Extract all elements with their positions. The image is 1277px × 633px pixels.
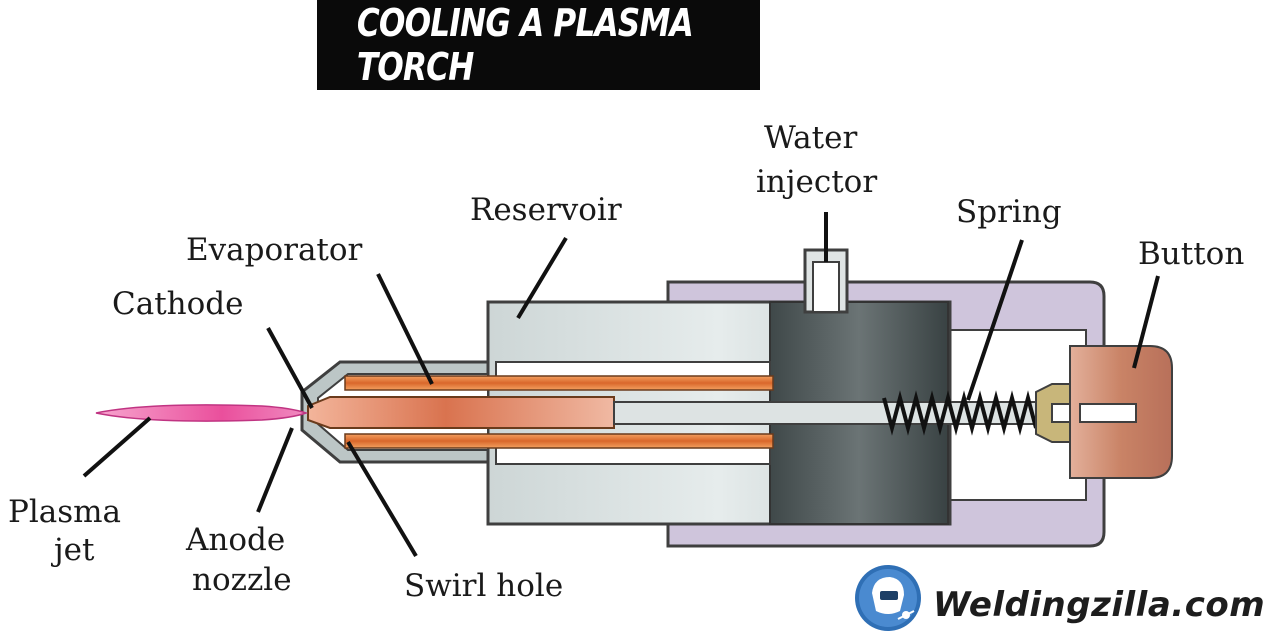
label-injector: injector [756, 164, 877, 200]
label-plasma: Plasma [8, 494, 121, 530]
label-spring: Spring [956, 194, 1062, 230]
label-evaporator: Evaporator [186, 232, 363, 268]
label-water: Water [764, 120, 857, 156]
label-anode: Anode [185, 522, 285, 558]
cathode-rod [307, 396, 615, 429]
button-bore [1079, 403, 1137, 423]
evaporator-top [344, 375, 774, 391]
plasma-jet [95, 404, 309, 422]
label-cathode: Cathode [112, 286, 243, 322]
label-button: Button [1138, 236, 1244, 272]
label-swirl-hole: Swirl hole [404, 568, 563, 604]
title-banner: COOLING A PLASMA TORCH [317, 0, 760, 90]
leader-lines [82, 212, 1160, 558]
spring [882, 390, 1038, 436]
page-title: COOLING A PLASMA TORCH [356, 1, 694, 89]
evaporator-bottom [344, 433, 774, 449]
brand-name: Weldingzilla.com [933, 585, 1266, 625]
welder-mask-icon [855, 565, 921, 631]
label-jet: jet [51, 532, 95, 568]
label-nozzle: nozzle [192, 562, 292, 598]
label-reservoir: Reservoir [470, 192, 622, 228]
